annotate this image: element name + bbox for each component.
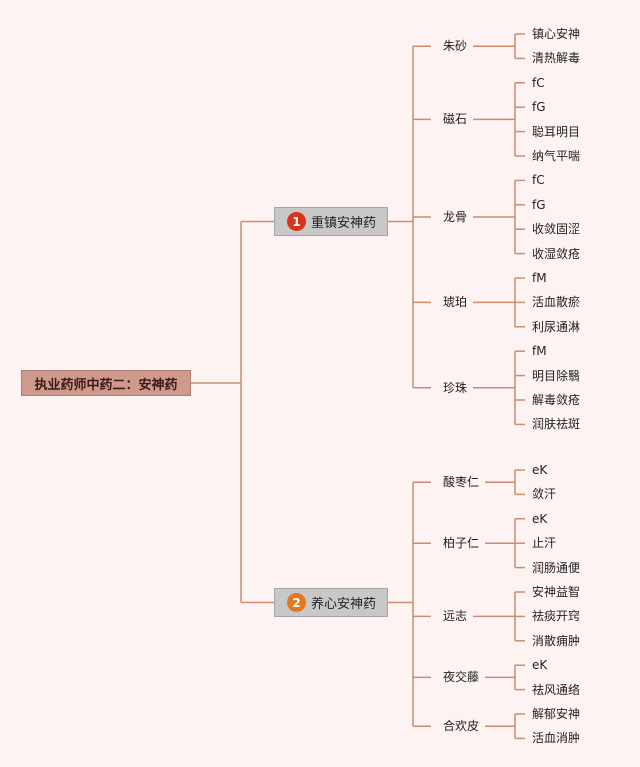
effect-node[interactable]: 纳气平喘: [532, 149, 581, 163]
herb-node[interactable]: 珍珠: [443, 380, 468, 395]
effect-node[interactable]: 聪耳明目: [532, 124, 581, 139]
effect-node[interactable]: 清热解毒: [532, 51, 581, 66]
effect-node[interactable]: eK: [532, 658, 548, 673]
effect-node[interactable]: eK: [532, 463, 548, 477]
effect-node[interactable]: 祛风通络: [532, 682, 581, 697]
category-label: 养心安神药: [311, 597, 377, 612]
number-badge: 1: [287, 212, 306, 231]
root-node[interactable]: 执业药师中药二：安神药: [21, 370, 191, 396]
effect-node[interactable]: 解郁安神: [532, 707, 581, 721]
effect-node[interactable]: fG: [532, 197, 546, 212]
effect-node[interactable]: 活血散瘀: [532, 295, 581, 310]
effect-node[interactable]: eK: [532, 511, 548, 526]
herb-node[interactable]: 远志: [443, 609, 468, 624]
effect-node[interactable]: 镇心安神: [532, 27, 581, 41]
herb-node[interactable]: 龙骨: [443, 210, 468, 224]
category-node-2[interactable]: 2 养心安神药: [274, 588, 388, 617]
herb-node[interactable]: 朱砂: [443, 39, 468, 54]
effect-node[interactable]: 收湿敛疮: [532, 246, 581, 261]
effect-node[interactable]: 祛痰开窍: [532, 609, 581, 624]
effect-node[interactable]: 利尿通淋: [532, 319, 581, 334]
category-label: 重镇安神药: [311, 216, 377, 231]
effect-node[interactable]: 收敛固涩: [532, 222, 581, 237]
effect-node[interactable]: 安神益智: [532, 585, 581, 599]
herb-node[interactable]: 磁石: [443, 112, 468, 127]
effect-node[interactable]: 止汗: [532, 536, 557, 551]
effect-node[interactable]: fM: [532, 271, 547, 285]
effect-node[interactable]: 活血消肿: [532, 731, 581, 746]
effect-node[interactable]: 明目除翳: [532, 368, 581, 383]
category-node-1[interactable]: 1 重镇安神药: [274, 207, 388, 236]
effect-node[interactable]: 解毒敛疮: [532, 393, 581, 407]
effect-node[interactable]: fC: [532, 173, 545, 188]
effect-node[interactable]: 润肠通便: [532, 560, 581, 575]
number-badge: 2: [287, 593, 306, 612]
herb-node[interactable]: 琥珀: [443, 295, 468, 310]
effect-node[interactable]: 消散痈肿: [532, 633, 581, 648]
effect-node[interactable]: fM: [532, 344, 547, 359]
effect-node[interactable]: fC: [532, 75, 545, 90]
herb-node[interactable]: 酸枣仁: [443, 475, 480, 490]
effect-node[interactable]: fG: [532, 100, 546, 115]
herb-node[interactable]: 柏子仁: [443, 536, 480, 551]
herb-node[interactable]: 合欢皮: [443, 719, 480, 734]
effect-node[interactable]: 润肤祛斑: [532, 417, 581, 432]
effect-node[interactable]: 敛汗: [532, 487, 557, 502]
herb-node[interactable]: 夜交藤: [443, 670, 480, 685]
